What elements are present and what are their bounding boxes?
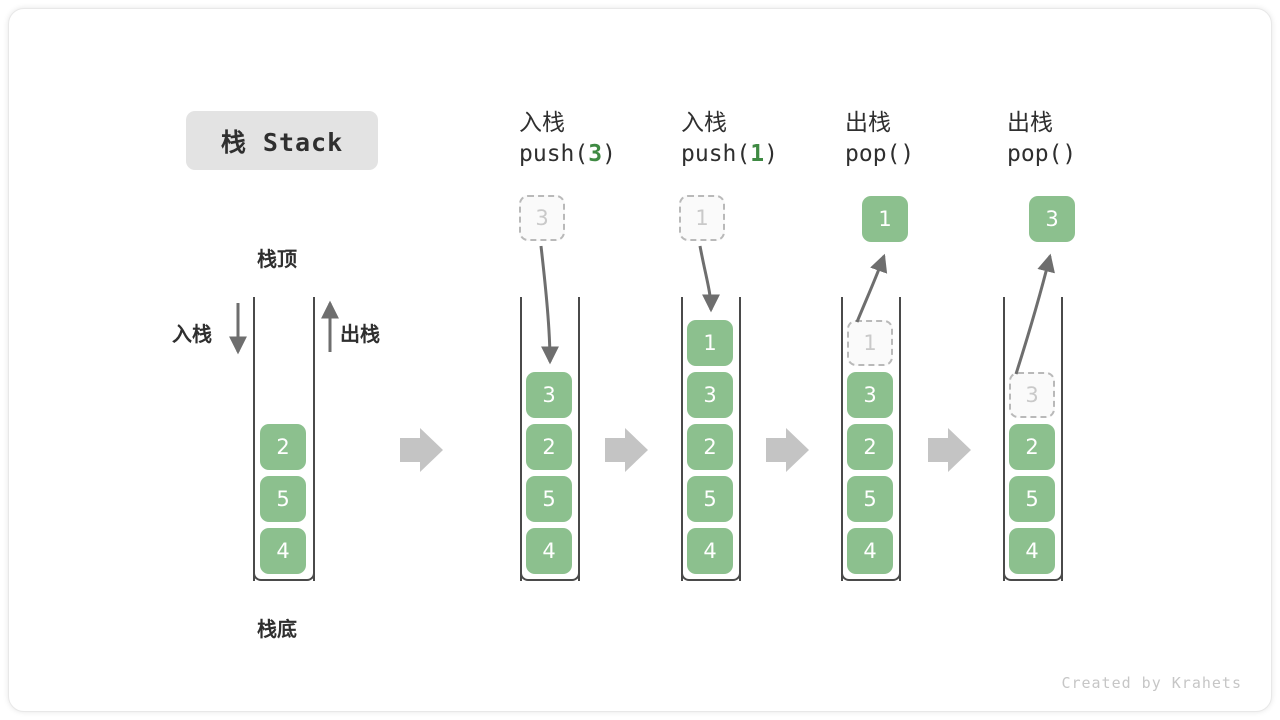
stack-cell: 4 — [847, 528, 893, 574]
stack-bottom-edge — [520, 567, 580, 581]
stack-cell: 2 — [1009, 424, 1055, 470]
stack-wall-right — [1061, 297, 1063, 581]
stack-wall-right — [739, 297, 741, 581]
stage-operation: push(1) — [681, 140, 778, 167]
stack-cell: 5 — [526, 476, 572, 522]
stack-bottom-edge — [841, 567, 901, 581]
stack-cell: 4 — [1009, 528, 1055, 574]
stack-cell: 3 — [526, 372, 572, 418]
diagram-title: 栈 Stack — [186, 111, 378, 170]
stage-operation: pop() — [845, 140, 915, 167]
stage-title-cn: 入栈 — [681, 110, 727, 136]
stack-cell: 5 — [1009, 476, 1055, 522]
stack-cell: 4 — [526, 528, 572, 574]
stage-title-cn: 出栈 — [1007, 110, 1053, 136]
stack-after-pop-3 — [1003, 297, 1063, 581]
stack-cell: 3 — [847, 372, 893, 418]
stack-top-label: 栈顶 — [257, 247, 297, 271]
stage-title-cn: 入栈 — [519, 110, 565, 136]
stack-bottom-label: 栈底 — [257, 617, 297, 641]
stack-cell: 5 — [687, 476, 733, 522]
stack-wall-right — [313, 297, 315, 581]
stage-header-pop-1: 出栈 pop() — [845, 108, 1045, 170]
vacated-slot: 1 — [847, 320, 893, 366]
credit-text: Created by Krahets — [1061, 674, 1242, 692]
stack-cell: 2 — [847, 424, 893, 470]
stack-wall-left — [681, 297, 683, 581]
stack-cell: 2 — [260, 424, 306, 470]
stack-after-pop-1 — [841, 297, 901, 581]
popped-value-box: 3 — [1029, 196, 1075, 242]
stack-after-push-1 — [681, 297, 741, 581]
stack-cell: 4 — [260, 528, 306, 574]
stack-cell: 2 — [526, 424, 572, 470]
push-direction-label: 入栈 — [172, 322, 212, 346]
popped-value-box: 1 — [862, 196, 908, 242]
incoming-value-box: 3 — [519, 195, 565, 241]
stack-bottom-edge — [253, 567, 315, 581]
stack-bottom-edge — [1003, 567, 1063, 581]
stack-cell: 1 — [687, 320, 733, 366]
stage-title-cn: 出栈 — [845, 110, 891, 136]
pop-direction-label: 出栈 — [340, 322, 380, 346]
stack-wall-left — [841, 297, 843, 581]
stack-cell: 5 — [260, 476, 306, 522]
stack-wall-left — [1003, 297, 1005, 581]
stack-wall-left — [520, 297, 522, 581]
stage-header-push-3: 入栈 push(3) — [519, 108, 719, 170]
stack-cell: 3 — [687, 372, 733, 418]
stack-initial — [253, 297, 315, 581]
stage-header-pop-3: 出栈 pop() — [1007, 108, 1207, 170]
vacated-slot: 3 — [1009, 372, 1055, 418]
stack-bottom-edge — [681, 567, 741, 581]
stack-wall-left — [253, 297, 255, 581]
stack-cell: 5 — [847, 476, 893, 522]
stack-after-push-3 — [520, 297, 580, 581]
stage-header-push-1: 入栈 push(1) — [681, 108, 881, 170]
stage-operation: pop() — [1007, 140, 1077, 167]
stack-cell: 4 — [687, 528, 733, 574]
stage-operation: push(3) — [519, 140, 616, 167]
stack-wall-right — [578, 297, 580, 581]
stack-cell: 2 — [687, 424, 733, 470]
stack-wall-right — [899, 297, 901, 581]
incoming-value-box: 1 — [679, 195, 725, 241]
